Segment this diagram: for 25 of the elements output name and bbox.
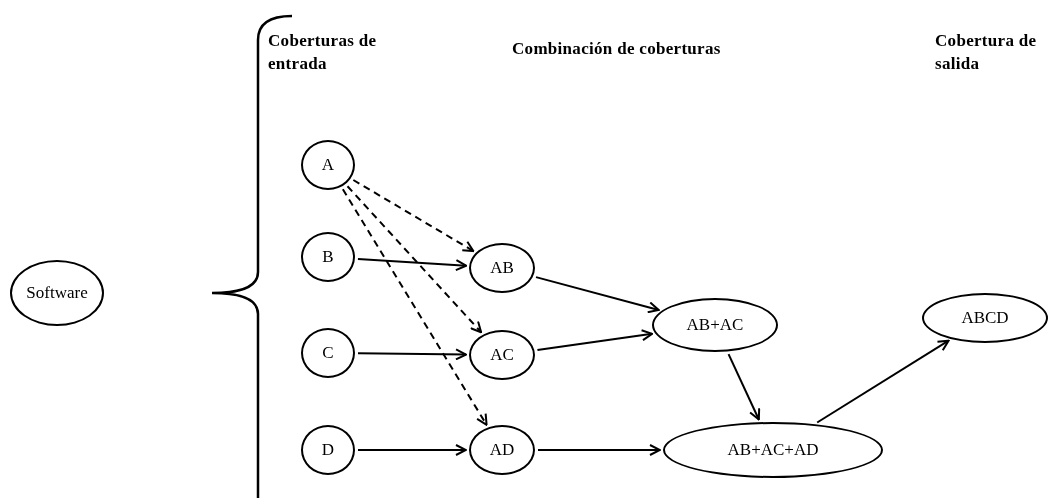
- ellipse-node: D: [301, 425, 355, 475]
- arrow: [535, 276, 660, 314]
- arrow: [357, 348, 467, 361]
- ellipse-node: AB: [469, 243, 535, 293]
- ellipse-node: A: [301, 140, 355, 190]
- ellipse-node: AB+AC+AD: [663, 422, 883, 478]
- ellipse-node: AD: [469, 425, 535, 475]
- ellipse-node: C: [301, 328, 355, 378]
- dashed-arrow: [346, 185, 483, 334]
- ellipse-node: AC: [469, 330, 535, 380]
- column-heading: Coberturas de entrada: [268, 30, 378, 75]
- arrow: [536, 329, 654, 351]
- arrow: [357, 444, 467, 456]
- ellipse-node: AB+AC: [652, 298, 778, 352]
- dashed-arrow: [341, 188, 488, 426]
- dashed-arrow: [352, 179, 475, 253]
- ellipse-node: ABCD: [922, 293, 1048, 343]
- arrow: [727, 353, 761, 421]
- ellipse-node: B: [301, 232, 355, 282]
- column-heading: Cobertura de salida: [935, 30, 1038, 75]
- arrow: [816, 339, 950, 424]
- arrow: [537, 444, 661, 456]
- arrow: [356, 257, 468, 272]
- column-heading: Combinación de coberturas: [512, 38, 722, 60]
- ellipse-node: Software: [10, 260, 104, 326]
